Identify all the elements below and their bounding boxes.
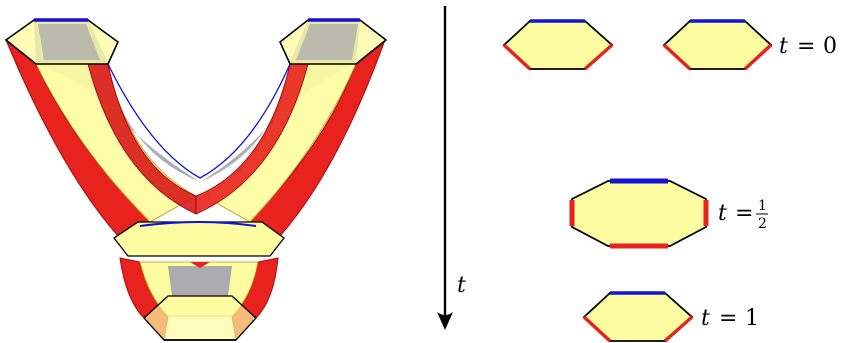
inner-red-band-right: [195, 63, 309, 215]
slice-thalf: t = 1 2: [569, 178, 768, 249]
right-top-hex-shade: [296, 24, 358, 60]
slice-t0-hex1-red-left: [502, 43, 532, 71]
mid-slice: [113, 221, 285, 257]
slice-thalf-tvar: t: [718, 201, 727, 226]
time-arrow: t: [437, 6, 466, 330]
slice-thalf-octagon: [571, 180, 707, 247]
crotch-blue-curve: [107, 63, 291, 179]
time-axis-label: t: [457, 273, 466, 298]
slice-t0-hex2-red-right: [743, 43, 773, 71]
slice-t1: t = 1: [582, 291, 759, 343]
bottom-red-notch: [190, 262, 210, 268]
cobordism-surface: [4, 18, 388, 342]
slice-t1-red-right: [663, 315, 694, 343]
slice-t1-label: t = 1: [701, 306, 759, 331]
left-top-hex-shade: [38, 24, 100, 60]
slice-t0-hex2-red-left: [662, 43, 692, 71]
slice-t1-red-left: [582, 315, 612, 343]
slice-thalf-numerator: 1: [758, 198, 767, 214]
time-arrow-head: [437, 312, 453, 330]
slice-thalf-equals: =: [735, 201, 753, 226]
bottom-hexagon: [143, 295, 257, 341]
slice-thalf-denominator: 2: [758, 216, 767, 232]
slice-t0: t = 0: [502, 19, 837, 71]
bottom-body-shade: [168, 266, 232, 296]
slice-t0-hex1-red-right: [583, 43, 614, 71]
mid-slice-blue-curve: [139, 221, 257, 227]
slice-t0-label: t = 0: [779, 34, 837, 59]
